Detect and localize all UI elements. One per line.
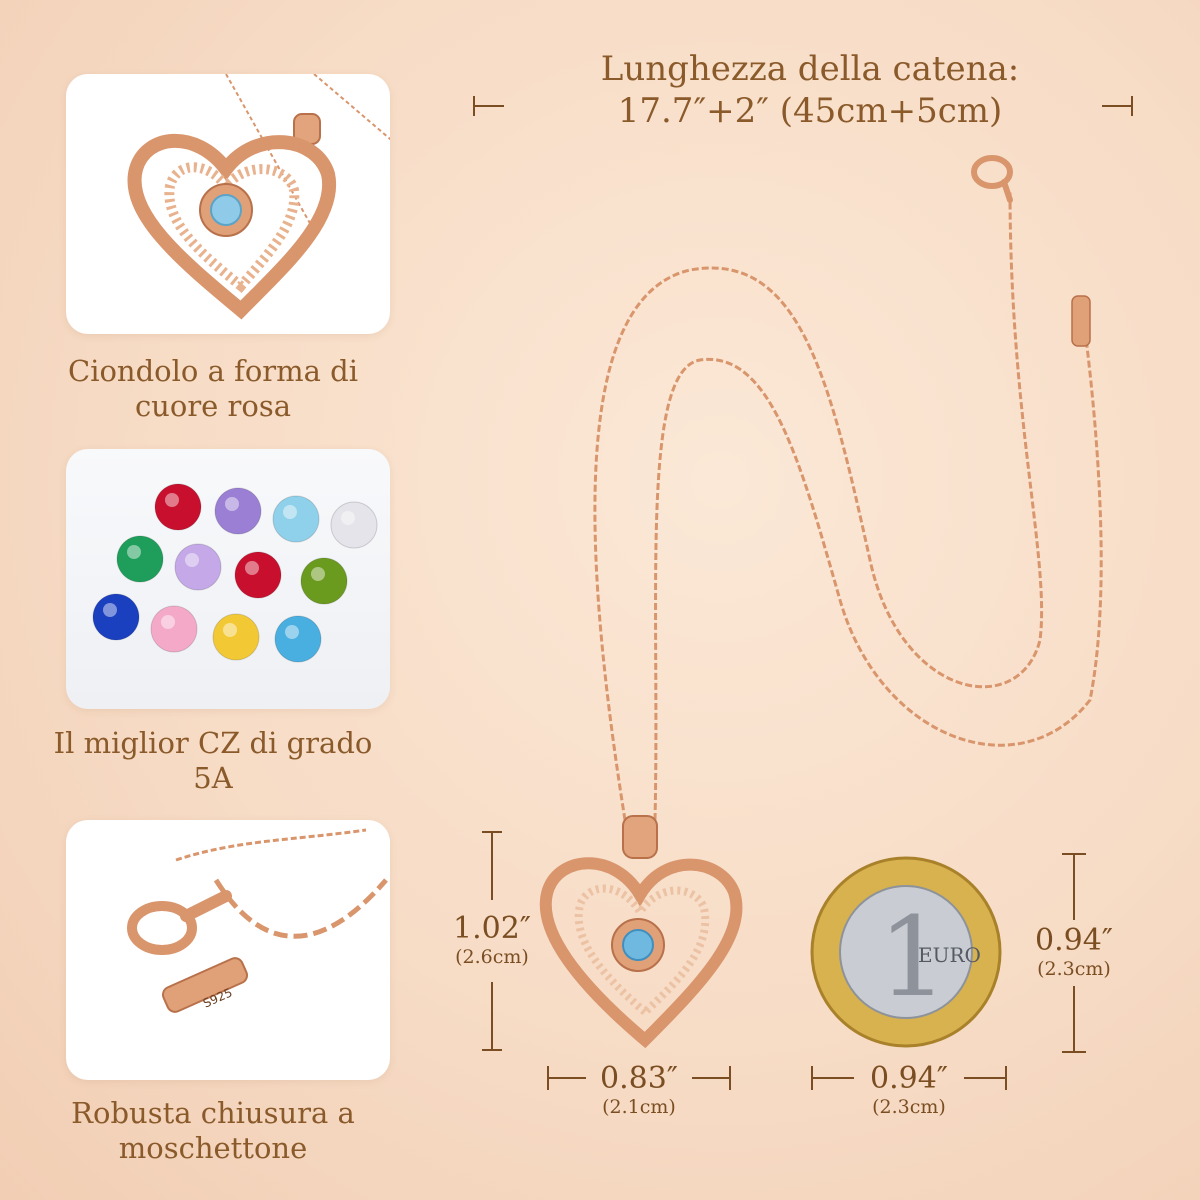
gemstones-image <box>92 483 378 663</box>
gemstone <box>154 483 202 531</box>
coin-height-label: 0.94″ (2.3cm) <box>1034 923 1113 981</box>
chain-length-value: 17.7″+2″ (45cm+5cm) <box>617 91 1003 131</box>
chain-tag <box>1071 295 1091 347</box>
gemstone <box>234 551 282 599</box>
gemstone <box>272 495 320 543</box>
gemstone <box>116 535 164 583</box>
gemstones-card <box>66 449 390 709</box>
gemstone <box>92 593 140 641</box>
euro-coin: 1 EURO <box>810 856 1002 1048</box>
chain-length-label: Lunghezza della catena: <box>600 49 1020 89</box>
pendant-height-label: 1.02″ (2.6cm) <box>452 911 531 969</box>
gemstone <box>150 605 198 653</box>
necklace-chain <box>593 189 1103 821</box>
coin-width-bracket <box>811 1066 1007 1090</box>
coin-numeral: 1 <box>878 893 948 1021</box>
heart-pendant-caption: Ciondolo a forma di cuore rosa <box>68 354 358 423</box>
chain-length-title: Lunghezza della catena: 17.7″+2″ (45cm+5… <box>560 48 1060 132</box>
pendant-width-bracket <box>547 1066 731 1090</box>
clasp-caption: Robusta chiusura a moschettone <box>71 1096 355 1165</box>
lobster-clasp <box>971 155 1013 203</box>
clasp-card: S925 <box>66 820 390 1080</box>
gemstone <box>214 487 262 535</box>
heart-pendant-card <box>66 74 390 334</box>
chain-length-bracket <box>473 96 1133 116</box>
gemstone <box>212 613 260 661</box>
heart-pendant-image <box>127 74 390 320</box>
heart-pendant <box>539 815 743 1049</box>
coin-euro-label: EURO <box>918 943 981 967</box>
gemstones-caption: Il miglior CZ di grado 5A <box>53 726 373 795</box>
gemstone <box>300 557 348 605</box>
gemstone <box>174 543 222 591</box>
pendant-height-bracket <box>482 831 502 1051</box>
coin-width-label: 0.94″ (2.3cm) <box>869 1061 948 1119</box>
gemstone <box>330 501 378 549</box>
coin-height-bracket <box>1062 853 1086 1053</box>
lobster-clasp-image: S925 <box>127 828 388 1013</box>
pendant-width-label: 0.83″ (2.1cm) <box>599 1061 678 1119</box>
gemstone <box>274 615 322 663</box>
